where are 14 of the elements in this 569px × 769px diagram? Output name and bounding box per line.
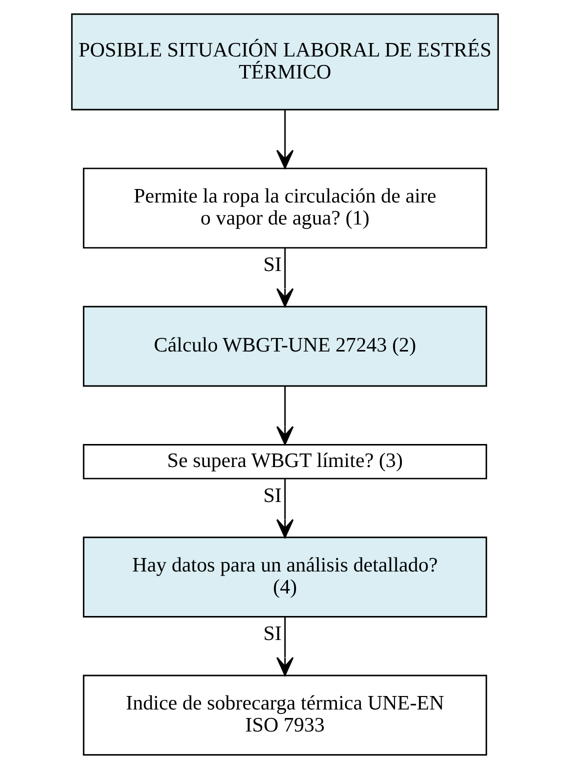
arrow (276, 478, 294, 538)
arrow (276, 248, 294, 308)
arrow (276, 110, 294, 169)
node-box: Hay datos para un análisis detallado? (4) (82, 536, 487, 618)
edge-label: SI (262, 484, 282, 507)
edge-label: SI (262, 254, 282, 276)
node-box: Permite la ropa la circulación de aire o vapor de agua? (1) (82, 168, 487, 249)
node-box: POSIBLE SITUACIÓN LABORAL DE ESTRÉS TÉRMICO (70, 13, 498, 110)
node-box: Se supera WBGT límite? (3) (82, 444, 487, 480)
arrow (276, 616, 294, 676)
node-box: Indice de sobrecarga térmica UNE-EN ISO 7933 (82, 674, 487, 756)
edge-label: SI (262, 623, 282, 646)
node-box: Cálculo WBGT-UNE 27243 (2) (82, 306, 487, 387)
arrow (276, 386, 294, 446)
